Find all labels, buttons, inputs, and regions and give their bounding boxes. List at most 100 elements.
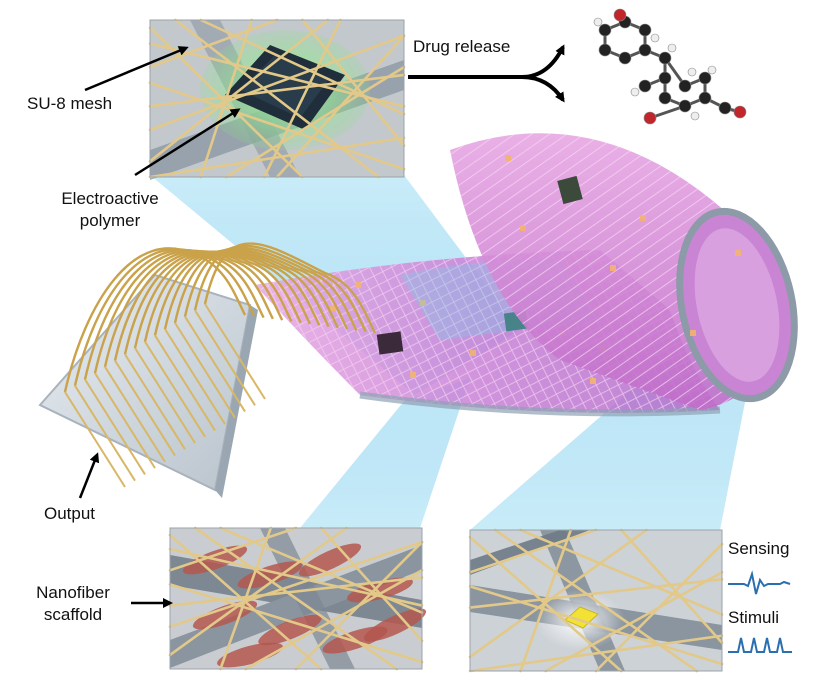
nanofiber [294, 540, 424, 671]
nanofiber [148, 81, 406, 171]
gold-trace [204, 303, 266, 400]
nanofiber [168, 583, 424, 664]
gold-trace [124, 353, 186, 450]
cell [258, 614, 322, 646]
nanofiber [148, 18, 330, 163]
nanofiber [219, 526, 273, 671]
atom [718, 101, 732, 115]
gold-trace [164, 328, 226, 425]
atom [650, 33, 660, 43]
nanofibers-bottom-left [168, 526, 424, 671]
atom [643, 111, 657, 125]
atom [687, 67, 697, 77]
nanofiber [199, 18, 253, 179]
gold-wire [203, 242, 377, 334]
nanofibers-bottom-right [468, 528, 724, 673]
nanofiber [148, 34, 406, 132]
output-pointer-arrow [78, 452, 100, 499]
gold-wire [153, 249, 330, 336]
stimuli-waveform-icon [728, 637, 792, 653]
electrode-pad [564, 606, 599, 629]
nanofiber [168, 526, 298, 572]
panel-border [469, 529, 723, 672]
cell [237, 561, 303, 589]
atom [707, 65, 717, 75]
su8-mesh-label: SU-8 mesh [27, 94, 113, 113]
sensing-label: Sensing [728, 539, 790, 558]
gold-trace [154, 334, 216, 431]
nanofiber [468, 535, 623, 673]
nanofiber [224, 65, 406, 179]
nanofiber [468, 634, 724, 673]
stimuli-label: Stimuli [728, 608, 780, 627]
gold-trace [104, 366, 166, 463]
gold-wire [123, 250, 302, 355]
gold-wire [193, 244, 367, 333]
gold-wire [143, 250, 321, 342]
electroactive-polymer-label-line2: polymer [79, 211, 141, 230]
drug-release-label: Drug release [413, 37, 511, 56]
gold-wire [183, 246, 358, 331]
atom [638, 43, 652, 57]
rolled-mesh-cylinder [450, 133, 798, 410]
atom [613, 8, 627, 22]
gold-trace [194, 309, 256, 406]
gold-wire [113, 250, 293, 361]
atom [658, 91, 672, 105]
nanofiber [262, 18, 342, 179]
nanofiber [168, 540, 424, 629]
nanofiber [244, 568, 424, 671]
atom [593, 17, 603, 27]
atom [658, 51, 672, 65]
atom [598, 23, 612, 37]
nanofiber [168, 526, 348, 657]
gold-trace [84, 378, 146, 475]
atom [598, 43, 612, 57]
atom [678, 99, 692, 113]
nanofiber [319, 526, 424, 643]
atom [638, 79, 652, 93]
gold-trace [184, 316, 246, 413]
output-label: Output [44, 504, 96, 523]
projection-beam-left [300, 378, 470, 528]
cell [217, 642, 283, 668]
su8-mesh-pointer-arrow [84, 46, 189, 92]
atom [698, 91, 712, 105]
cell [363, 608, 427, 642]
electroactive-polymer-label-line1: Electroactive [61, 189, 159, 208]
nanofiber [544, 570, 724, 673]
atom [690, 111, 700, 121]
gold-wire [133, 250, 312, 349]
gold-trace [94, 372, 156, 469]
gold-trace [64, 391, 126, 488]
nanofiber [619, 528, 724, 645]
gold-trace [144, 341, 206, 438]
atom [638, 23, 652, 37]
atom [630, 87, 640, 97]
electroactive-polymer-pointer-arrow [134, 108, 241, 177]
nanofiber-scaffold-label: Nanofiber scaffold [18, 582, 128, 626]
gold-wire [163, 249, 339, 330]
gold-wire [173, 247, 349, 330]
atom [667, 43, 677, 53]
zoom-panel-top [148, 18, 406, 180]
nanofiber [148, 136, 406, 179]
electroactive-polymer-label: Electroactive polymer [30, 188, 190, 232]
nanofiber [519, 528, 573, 673]
nanofiber [148, 18, 279, 69]
atom [678, 79, 692, 93]
atom [658, 71, 672, 85]
atom [733, 105, 747, 119]
nanofiber-scaffold-label-line2: scaffold [43, 605, 103, 624]
drug-release-arrow [408, 44, 565, 103]
atom [698, 71, 712, 85]
nanofiber-scaffold-label-line1: Nanofiber [36, 583, 110, 602]
nanofiber [168, 533, 323, 671]
output-connector [38, 242, 377, 498]
gold-wire-bundle [63, 242, 377, 488]
nanofiber [468, 528, 648, 659]
gold-trace [74, 385, 136, 482]
gold-trace [174, 322, 236, 419]
gold-trace [114, 360, 176, 457]
